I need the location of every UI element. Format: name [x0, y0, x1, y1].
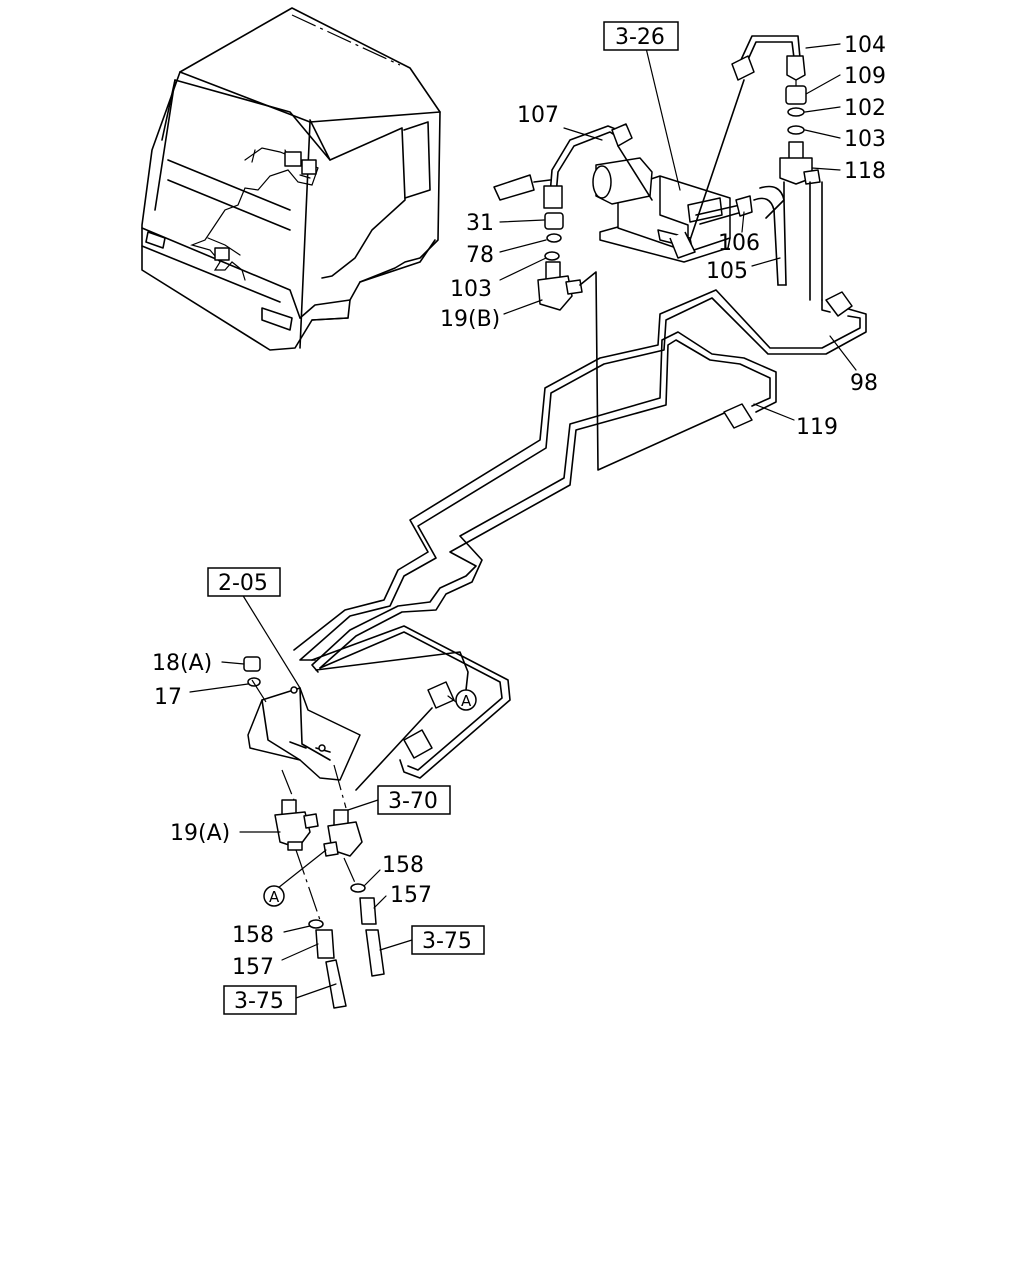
callout-102: 102 — [844, 96, 886, 121]
callout-157-left: 157 — [232, 955, 274, 980]
hose-105 — [695, 185, 787, 286]
callout-107: 107 — [517, 103, 559, 128]
ref-3-70: 3-70 — [388, 789, 438, 814]
assembly-lines — [251, 14, 797, 921]
callout-78: 78 — [466, 243, 494, 268]
callout-103-left: 103 — [450, 277, 492, 302]
callout-105: 105 — [706, 259, 748, 284]
ref-3-75-left: 3-75 — [234, 989, 284, 1014]
connector-a-upper: A — [461, 692, 472, 710]
callout-109: 109 — [844, 64, 886, 89]
connector-markers: A A — [263, 689, 477, 907]
bracket — [243, 656, 361, 781]
callout-103-top: 103 — [844, 127, 886, 152]
pipe-107 — [493, 123, 653, 209]
truck-cab — [141, 7, 441, 351]
callout-labels: 104 109 102 103 118 107 31 78 103 19(B) … — [152, 33, 886, 980]
callout-17: 17 — [154, 685, 182, 710]
fitting-19a — [274, 799, 319, 851]
callout-31: 31 — [466, 211, 494, 236]
ref-3-75-right: 3-75 — [422, 929, 472, 954]
pipe-119 — [311, 331, 777, 791]
pipe-98 — [293, 289, 867, 661]
ref-2-05: 2-05 — [218, 571, 268, 596]
leader-lines — [189, 43, 857, 999]
callout-158-left: 158 — [232, 923, 274, 948]
reference-boxes: 3-26 2-05 3-70 3-75 3-75 — [207, 21, 679, 1015]
pipe-104 — [689, 35, 823, 301]
callout-157-right: 157 — [390, 883, 432, 908]
callout-98: 98 — [850, 371, 878, 396]
callout-19a: 19(A) — [170, 821, 230, 846]
callout-104: 104 — [844, 33, 886, 58]
ref-3-26: 3-26 — [615, 25, 665, 50]
hoses-3-75 — [308, 883, 385, 1009]
callout-106: 106 — [718, 231, 760, 256]
fitting-19b — [537, 212, 743, 471]
callout-19b: 19(B) — [440, 307, 500, 332]
callout-119: 119 — [796, 415, 838, 440]
fitting-3-70 — [323, 809, 363, 857]
callout-118: 118 — [844, 159, 886, 184]
callout-158-right: 158 — [382, 853, 424, 878]
valve-assembly — [592, 157, 731, 263]
callout-18a: 18(A) — [152, 651, 212, 676]
connector-a-lower: A — [269, 888, 280, 906]
